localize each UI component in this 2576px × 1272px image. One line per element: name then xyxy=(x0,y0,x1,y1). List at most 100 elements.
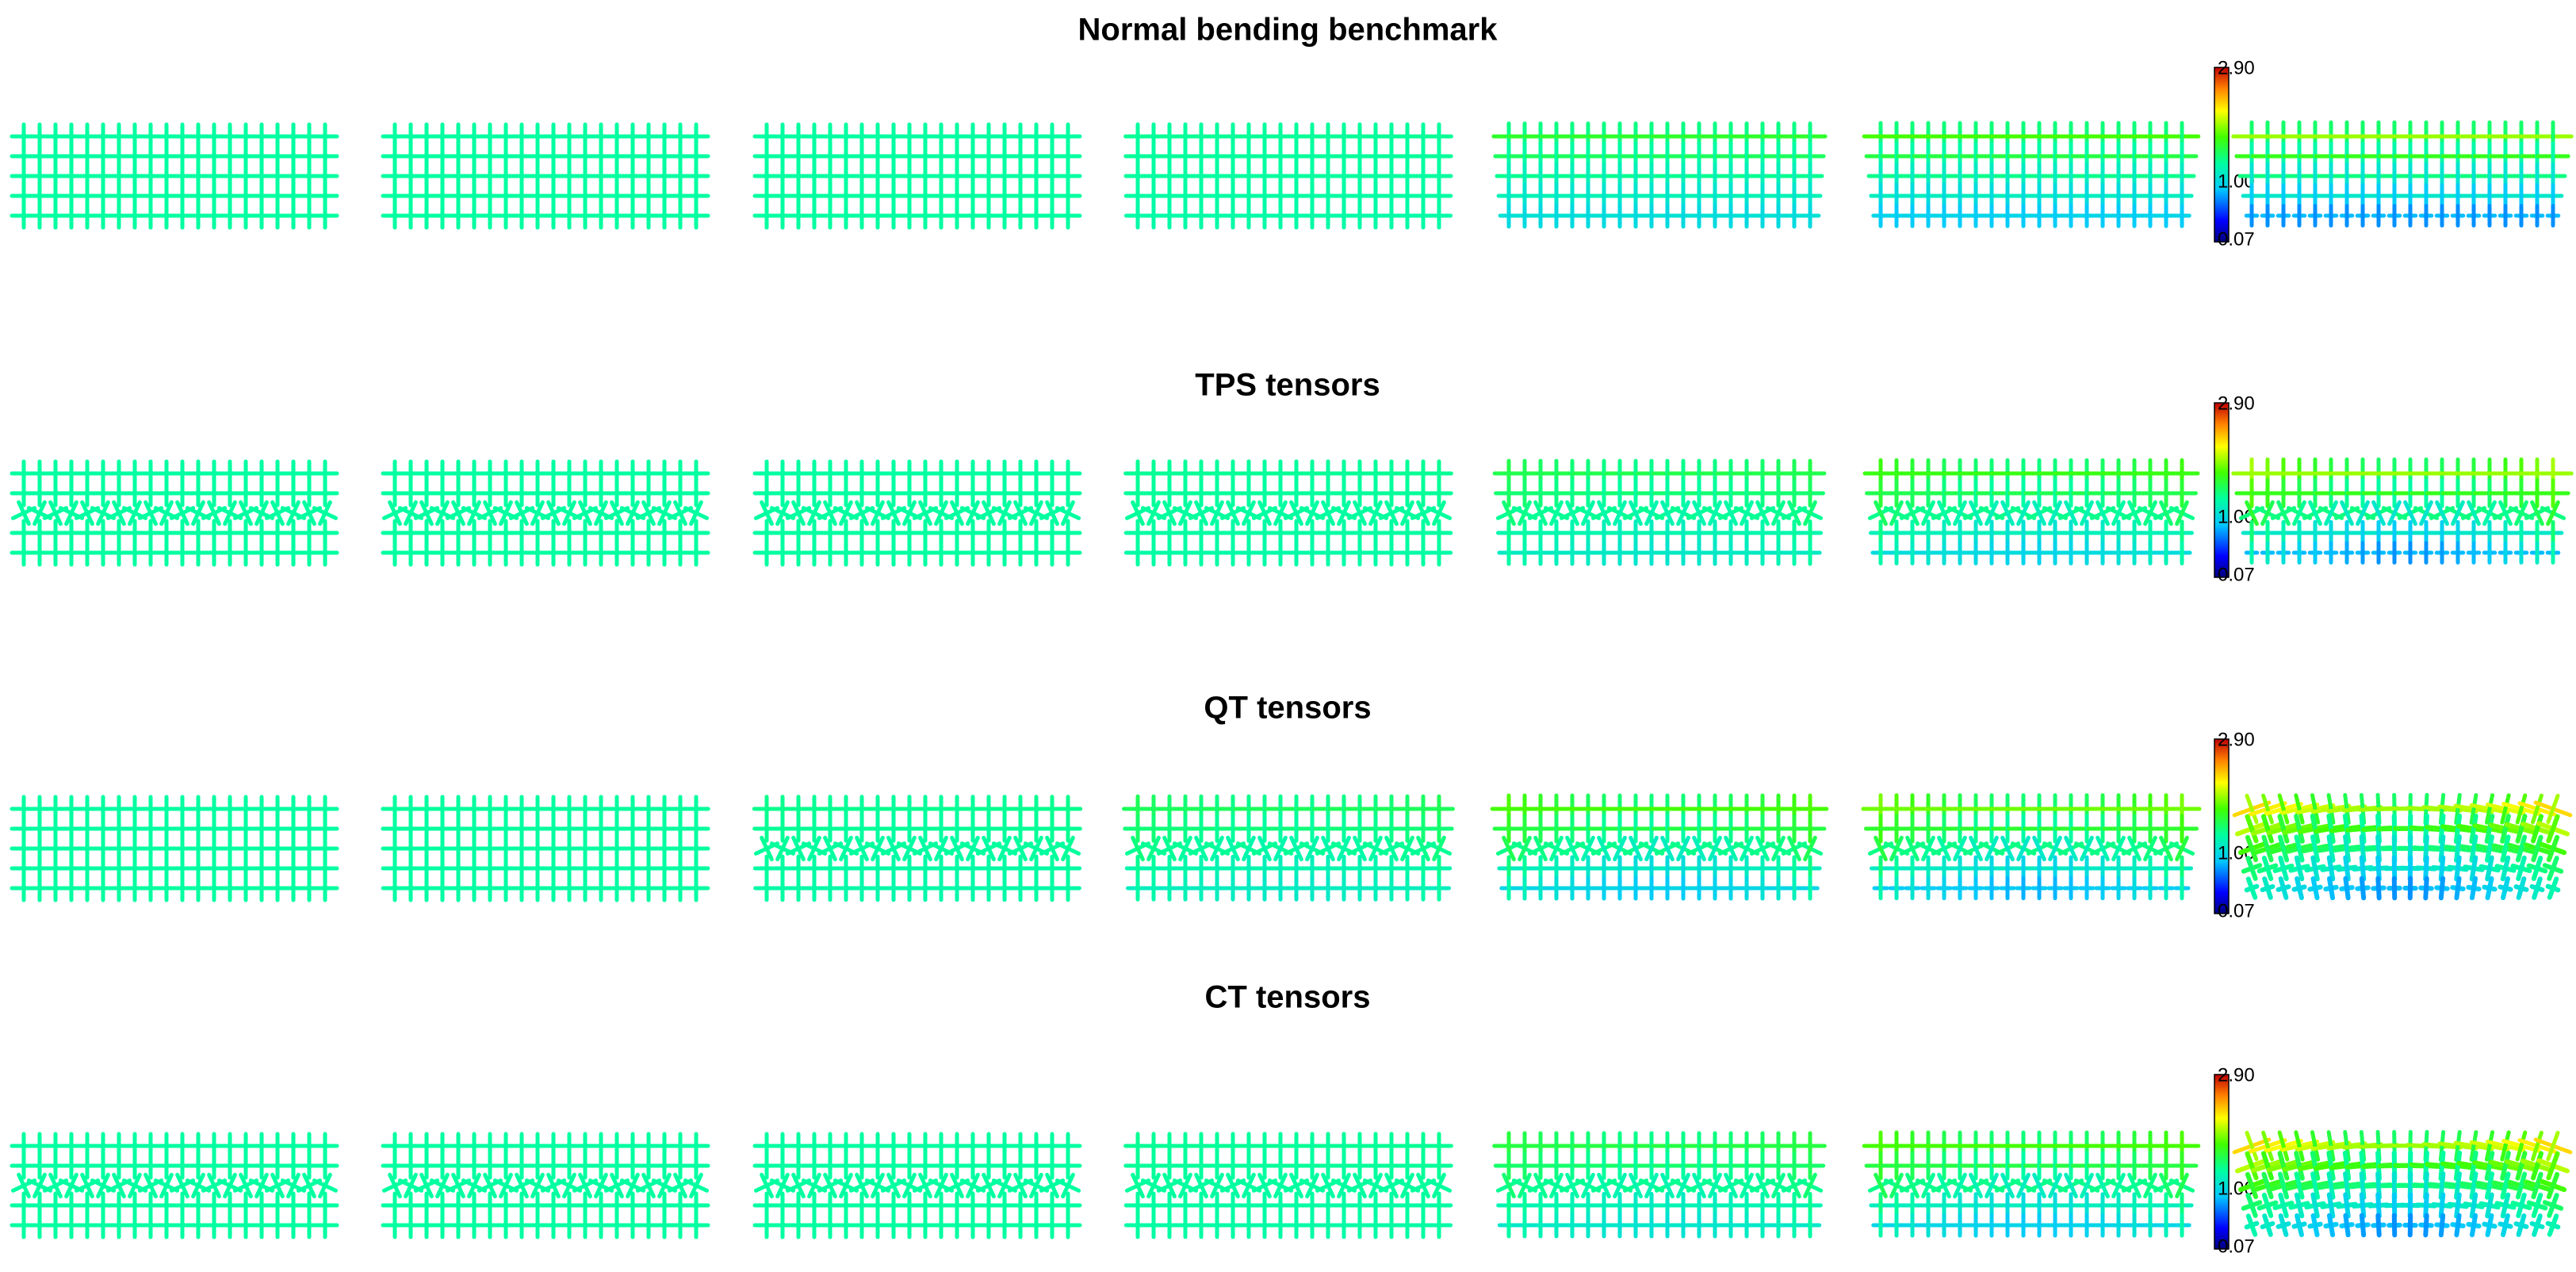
colorbar-tick-max: 2.90 xyxy=(2218,393,2255,414)
tensor-glyph xyxy=(2310,206,2321,226)
tensor-glyph xyxy=(1787,878,1801,898)
tensor-glyph xyxy=(1797,481,1824,506)
tensor-glyph xyxy=(2467,878,2480,899)
tensor-glyph xyxy=(1889,542,1904,564)
tensor-glyph xyxy=(2111,542,2126,564)
tensor-glyph xyxy=(2096,878,2109,898)
tensor-glyph xyxy=(2510,1193,2532,1218)
tensor-glyph xyxy=(2538,481,2568,507)
tensor-panel xyxy=(8,1134,341,1237)
tensor-glyph xyxy=(2436,206,2448,226)
tensor-glyph xyxy=(1056,481,1080,505)
tensor-glyph xyxy=(2452,543,2463,563)
tensor-panel xyxy=(751,1134,1084,1237)
tensor-glyph xyxy=(1056,1154,1080,1178)
tensor-glyph xyxy=(1921,1215,1935,1236)
tensor-glyph xyxy=(2529,877,2545,899)
tensor-glyph xyxy=(2065,878,2077,898)
tensor-glyph xyxy=(2373,543,2384,563)
tensor-glyph xyxy=(2452,1215,2465,1236)
tensor-glyph xyxy=(2016,205,2031,226)
tensor-glyph xyxy=(1874,878,1887,898)
tensor-glyph xyxy=(2112,878,2125,898)
tensor-glyph xyxy=(1953,1215,1967,1236)
tensor-glyph xyxy=(2176,878,2188,898)
tensor-glyph xyxy=(2405,1215,2416,1235)
tensor-glyph xyxy=(2243,1214,2260,1236)
tensor-glyph xyxy=(1968,542,1984,564)
tensor-panel xyxy=(12,125,337,228)
row-title: Normal bending benchmark xyxy=(1078,13,1499,48)
tensor-glyph xyxy=(2144,878,2157,898)
tensor-glyph xyxy=(2127,205,2142,226)
tensor-glyph xyxy=(2095,542,2111,564)
tensor-glyph xyxy=(1518,878,1532,898)
tensor-glyph xyxy=(2063,542,2079,564)
tensor-panel xyxy=(383,797,708,900)
tensor-panel xyxy=(12,797,337,900)
tensor-glyph xyxy=(2032,205,2046,226)
tensor-glyph xyxy=(2436,878,2448,898)
tensor-glyph xyxy=(1905,205,1920,226)
colorbar-tick-min: 0.07 xyxy=(2218,900,2255,921)
tensor-glyph xyxy=(1985,205,1999,226)
tensor-glyph xyxy=(2096,205,2110,226)
tensor-panel xyxy=(1493,461,1826,564)
tensor-glyph xyxy=(684,204,708,228)
tensor-glyph xyxy=(2308,878,2322,899)
row-title: TPS tensors xyxy=(1195,368,1380,403)
tensor-glyph xyxy=(2033,878,2046,898)
tensor-glyph xyxy=(2243,877,2260,899)
tensor-glyph xyxy=(2159,205,2173,226)
colorbar-tick-min: 0.07 xyxy=(2218,228,2255,250)
tensor-glyph xyxy=(1565,878,1579,898)
tensor-glyph xyxy=(2373,206,2384,226)
tensor-glyph xyxy=(1533,878,1548,898)
tensor-glyph xyxy=(1984,542,2000,564)
tensor-glyph xyxy=(2167,816,2196,841)
tensor-glyph xyxy=(1597,878,1611,898)
tensor-glyph xyxy=(2373,878,2385,898)
tensor-glyph xyxy=(2031,542,2047,564)
tensor-glyph xyxy=(1771,878,1786,898)
row-title: CT tensors xyxy=(1205,980,1371,1015)
tensor-glyph xyxy=(1801,1214,1819,1236)
tensor-glyph xyxy=(2389,1215,2400,1235)
tensor-glyph xyxy=(2080,205,2094,226)
tensor-glyph xyxy=(2310,543,2321,563)
tensor-glyph xyxy=(2262,206,2273,226)
tensor-glyph xyxy=(2308,1215,2322,1236)
colorbar-tick-min: 0.07 xyxy=(2218,1236,2255,1257)
tensor-glyph xyxy=(1056,204,1080,228)
tensor-glyph xyxy=(2498,877,2513,898)
tensor-glyph xyxy=(1724,878,1738,898)
tensor-glyph xyxy=(2168,1153,2196,1178)
tensor-glyph xyxy=(1889,1215,1904,1236)
tensor-glyph xyxy=(2467,1215,2480,1236)
tensor-glyph xyxy=(1429,877,1449,899)
tensor-panel xyxy=(1122,796,1455,899)
tensor-glyph xyxy=(2482,1215,2497,1236)
tensor-glyph xyxy=(2175,1215,2189,1236)
tensor-glyph xyxy=(1502,878,1516,898)
tensor-panel xyxy=(755,125,1080,228)
tensor-glyph xyxy=(2516,543,2527,563)
tensor-glyph xyxy=(1954,878,1966,898)
tensor-glyph xyxy=(1708,878,1722,898)
tensor-glyph xyxy=(2000,542,2015,564)
tensor-glyph xyxy=(2080,878,2093,898)
tensor-glyph xyxy=(2246,543,2257,563)
tensor-glyph xyxy=(2405,543,2416,563)
tensor-glyph xyxy=(684,876,708,900)
tensor-glyph xyxy=(1427,541,1450,565)
tensor-glyph xyxy=(2544,877,2561,899)
tensor-glyph xyxy=(2513,877,2529,898)
tensor-glyph xyxy=(313,876,337,900)
tensor-glyph xyxy=(2111,205,2126,226)
tensor-glyph xyxy=(2048,205,2062,226)
tensor-glyph xyxy=(2128,878,2141,898)
